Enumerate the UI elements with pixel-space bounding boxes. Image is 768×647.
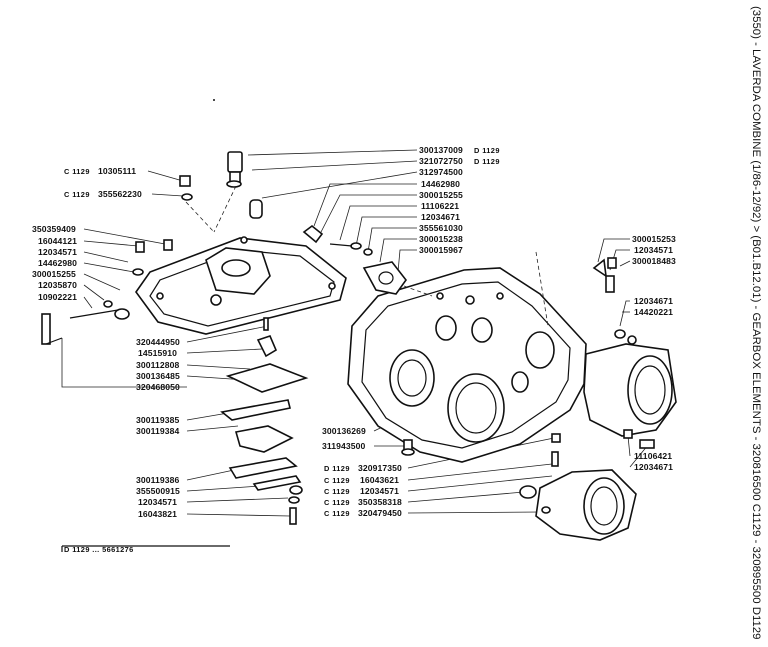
top-cover-plate [135,236,347,335]
top-label-10: 300015967 [419,245,463,255]
bottom-label-2: 311943500 [322,441,366,451]
left-label-18: 355500915 [136,486,180,496]
left-label-5: 12034571 [38,247,77,257]
left-label-6: 14462980 [38,258,77,268]
left-label-3: 350359409 [32,224,76,234]
bottom-label-4-code: 16043621 [360,475,399,485]
cover-internal-parts [220,317,309,525]
lower-bell-housing [519,433,637,541]
left-label-13: 300136485 [136,371,180,381]
bottom-label-7-code: 320479450 [358,508,402,518]
bottom-label-5-code: 12034571 [360,486,399,496]
top-labels: 300137009 D 1129 321072750 D 1129 312974… [247,145,500,273]
footer-note: D 1129 ... 5661276 [64,545,134,554]
right-label-6: 11106421 [634,451,672,461]
bottom-label-3-prefix: D 1129 [324,464,350,473]
left-label-10: 320444950 [136,337,180,347]
top-label-8: 355561030 [419,223,463,233]
right-label-4: 12034671 [634,296,673,306]
top-label-3: 312974500 [419,167,463,177]
top-label-6: 11106221 [421,201,459,211]
bottom-label-5-prefix: C 1129 [324,487,350,496]
document-title: (3550) - LAVERDA COMBINE (1/86-12/92) > … [750,6,762,640]
top-label-1-code: 300137009 [419,145,463,155]
left-labels: C 1129 10305111 C 1129 355562230 3503594… [32,166,291,519]
left-label-2-prefix: C 1129 [64,190,90,199]
left-label-12: 300112808 [136,360,180,370]
top-label-7: 12034671 [421,212,460,222]
left-label-2-code: 355562230 [98,189,142,199]
left-label-9: 10902221 [38,292,77,302]
top-label-4: 14462980 [421,179,460,189]
left-label-4: 16044121 [38,236,77,246]
left-label-20: 16043821 [138,509,177,519]
bottom-label-1: 300136269 [322,426,366,436]
right-label-5: 14420221 [634,307,673,317]
footer-note-box: D 1129 ... 5661276 [61,545,230,554]
bottom-label-7-prefix: C 1129 [324,509,350,518]
right-label-3: 300018483 [632,256,676,266]
left-label-1-code: 10305111 [98,166,136,176]
top-label-9: 300015238 [419,234,463,244]
bottom-label-4-prefix: C 1129 [324,476,350,485]
bottom-label-3-code: 320917350 [358,463,402,473]
bottom-label-6-prefix: C 1129 [324,498,350,507]
left-label-19: 12034571 [138,497,177,507]
top-label-2-suffix: D 1129 [474,157,500,166]
right-label-1: 300015253 [632,234,676,244]
housing-seals [302,224,433,297]
left-label-16: 300119384 [136,426,180,436]
left-label-15: 300119385 [136,415,180,425]
left-label-1-prefix: C 1129 [64,167,90,176]
top-label-5: 300015255 [419,190,463,200]
switch-sensor [226,151,263,219]
left-label-8: 12035870 [38,280,77,290]
housing-misc-parts [213,99,415,456]
cover-bolts [41,175,237,345]
left-label-7: 300015255 [32,269,76,279]
top-label-1-suffix: D 1129 [474,146,500,155]
bottom-labels: 300136269 311943500 D 1129 320917350 C 1… [322,409,555,518]
right-label-7: 12034671 [634,462,673,472]
left-label-11: 14515910 [138,348,177,358]
top-label-2-code: 321072750 [419,156,463,166]
right-label-2: 12034571 [634,245,673,255]
gearbox-housing [347,251,587,463]
bell-housing [583,257,677,449]
bottom-label-6-code: 350358318 [358,497,402,507]
left-label-17: 300119386 [136,475,180,485]
